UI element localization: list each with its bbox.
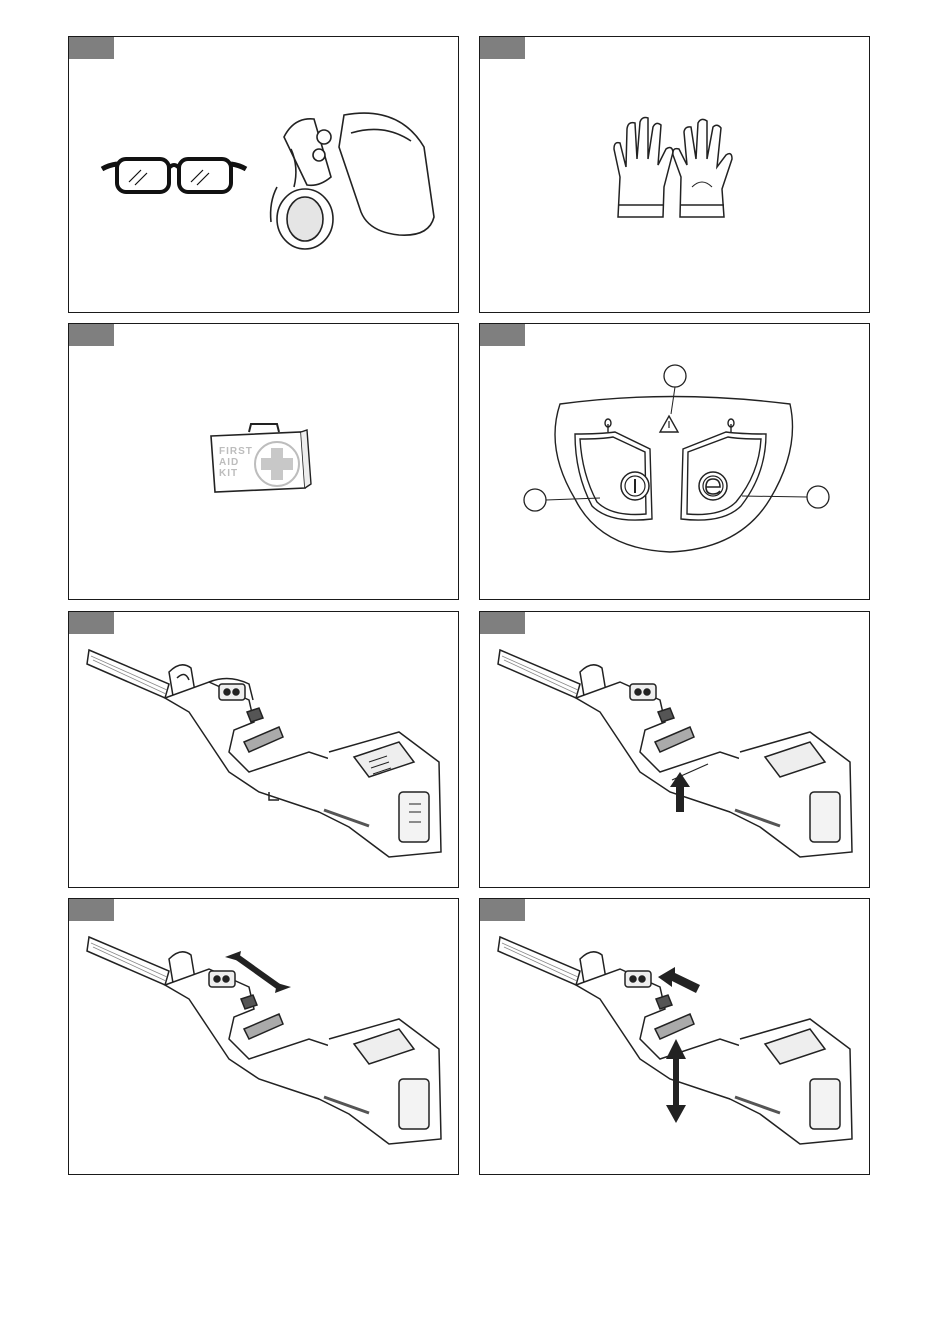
kit-label-line-3: KIT	[219, 468, 238, 479]
panel-lock-and-trigger	[479, 898, 870, 1175]
tool-handle-icon	[87, 937, 441, 1144]
visor-earmuff-helmet-icon	[271, 113, 434, 249]
tool-handle-icon	[498, 650, 852, 857]
callout-circle-right	[807, 486, 829, 508]
panel-control-panel	[479, 323, 870, 600]
panel-first-aid: FIRST AID KIT	[68, 323, 459, 600]
safety-glasses-icon	[102, 159, 246, 192]
callout-circle-top	[664, 365, 686, 387]
arrow-left-icon	[658, 967, 700, 993]
gloves-icon	[614, 118, 732, 218]
panel-trigger-press	[479, 611, 870, 888]
kit-label-line-2: AID	[219, 457, 239, 468]
panel-eye-ear-protection	[68, 36, 459, 313]
panel-lock-slide	[68, 898, 459, 1175]
first-aid-kit-icon: FIRST AID KIT	[211, 424, 311, 492]
control-panel-icon	[555, 397, 793, 553]
panel-gloves	[479, 36, 870, 313]
kit-label-line-1: FIRST	[219, 446, 253, 457]
panel-handle-view	[68, 611, 459, 888]
tool-handle-icon	[87, 650, 441, 857]
callout-circle-left	[524, 489, 546, 511]
